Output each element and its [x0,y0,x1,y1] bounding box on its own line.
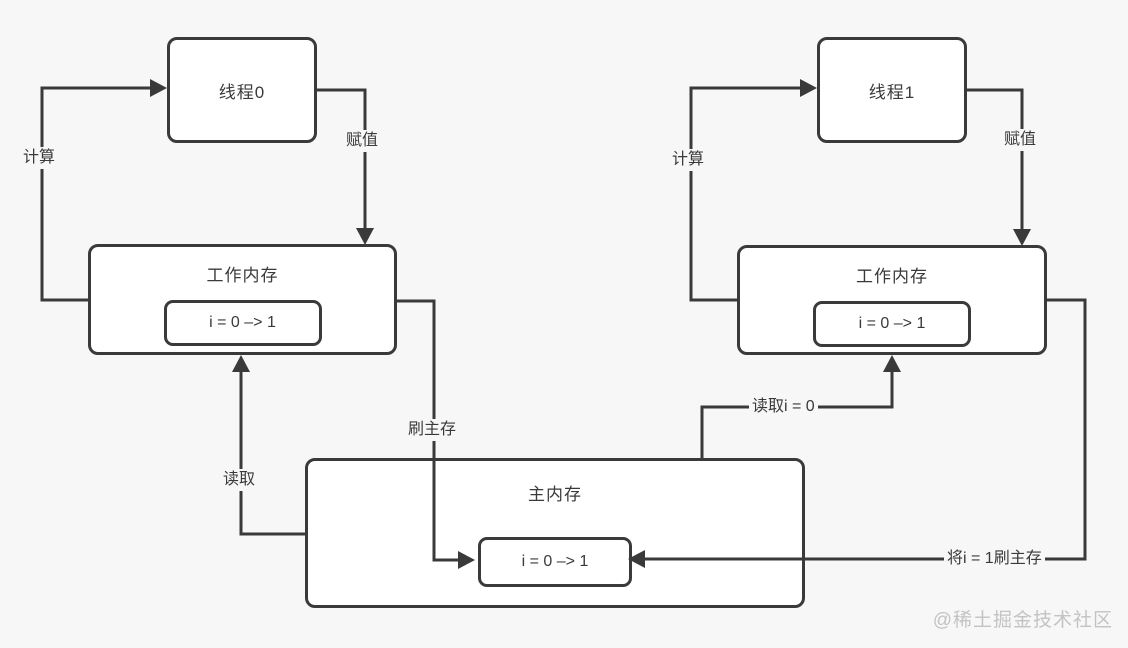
edge-label-assign-left: 赋值 [343,130,382,152]
edge-label-calc-right: 计算 [669,149,708,171]
main-memory-label: 主内存 [528,485,582,504]
working-memory-left-value: i = 0 –> 1 [209,314,276,331]
edge-assign-left-line [317,88,367,229]
edge-read-right-arrow [883,355,901,372]
thread0-box: 线程0 [167,37,317,143]
thread1-box: 线程1 [817,37,967,143]
thread0-label: 线程0 [218,82,266,102]
edge-assign-right-line [967,88,1024,230]
working-memory-right-label: 工作内存 [856,267,928,286]
watermark-text: @稀土掘金技术社区 [932,610,1113,631]
edge-label-assign-right: 赋值 [1001,129,1040,151]
edge-read-left-arrow [232,355,250,372]
thread1-label: 线程1 [868,82,916,102]
main-memory-value-box: i = 0 –> 1 [478,537,632,587]
working-memory-left-label: 工作内存 [206,266,279,285]
working-memory-left-value-box: i = 0 –> 1 [163,300,322,346]
working-memory-right-box: 工作内存 i = 0 –> 1 [737,245,1047,355]
edge-label-read-left: 读取 [220,469,259,491]
main-memory-box: 主内存 i = 0 –> 1 [305,458,805,608]
edge-label-read-right: 读取i = 0 [749,396,818,418]
edge-label-flush-left: 刷主存 [405,419,460,441]
main-memory-value: i = 0 –> 1 [521,553,589,570]
edge-assign-left-arrow [356,228,374,245]
edge-label-flush-right: 将i = 1刷主存 [944,548,1045,570]
edge-assign-right-arrow [1013,229,1031,246]
edge-calc-left-arrow [150,79,167,97]
working-memory-left-box: 工作内存 i = 0 –> 1 [88,244,397,355]
edge-read-left-line [239,371,305,536]
edge-calc-right-arrow [800,79,817,97]
working-memory-right-value: i = 0 –> 1 [858,315,926,332]
edge-label-calc-left: 计算 [20,147,59,169]
working-memory-right-value-box: i = 0 –> 1 [813,301,971,347]
